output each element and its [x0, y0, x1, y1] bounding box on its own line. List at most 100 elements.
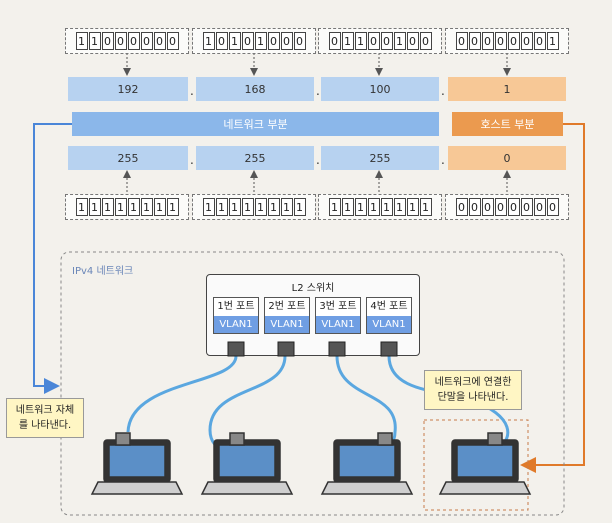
- bit-cell: 1: [228, 198, 241, 216]
- bit-cell: 1: [354, 198, 367, 216]
- bit-cell: 1: [166, 198, 179, 216]
- bit-cell: 1: [140, 198, 153, 216]
- bit-cell: 0: [455, 198, 468, 216]
- bit-cell: 1: [153, 198, 166, 216]
- bit-cell: 0: [507, 32, 520, 50]
- bit-cell: 0: [140, 32, 153, 50]
- bit-cell: 0: [328, 32, 341, 50]
- port-label: 3번 포트: [319, 301, 357, 312]
- port-label: 2번 포트: [268, 301, 306, 312]
- bit-cell: 0: [520, 198, 533, 216]
- bit-cell: 1: [228, 32, 241, 50]
- separator-dot: .: [316, 153, 320, 167]
- bit-cell: 0: [280, 32, 293, 50]
- port-vlan: VLAN1: [214, 316, 258, 333]
- bit-cell: 0: [406, 32, 419, 50]
- switch-port-3: 3번 포트 VLAN1: [315, 297, 361, 334]
- cable-1: [126, 355, 238, 433]
- bit-cell: 1: [88, 32, 101, 50]
- bit-cell: 1: [88, 198, 101, 216]
- bit-cell: 1: [202, 32, 215, 50]
- address-octet-2: 168: [196, 77, 314, 101]
- bit-cell: 0: [546, 198, 559, 216]
- bit-cell: 0: [481, 198, 494, 216]
- port-jack-icon: [380, 341, 398, 357]
- bit-cell: 1: [114, 198, 127, 216]
- bit-cell: 1: [328, 198, 341, 216]
- bit-cell: 0: [215, 32, 228, 50]
- bit-cell: 0: [481, 32, 494, 50]
- bit-cell: 1: [341, 32, 354, 50]
- bit-cell: 0: [494, 32, 507, 50]
- bit-cell: 0: [507, 198, 520, 216]
- bit-cell: 0: [419, 32, 432, 50]
- ipv4-network-area: [60, 251, 565, 516]
- port-jack-icon: [328, 341, 346, 357]
- bit-cell: 0: [367, 32, 380, 50]
- port-vlan: VLAN1: [367, 316, 411, 333]
- bit-cell: 1: [419, 198, 432, 216]
- bit-cell: 1: [393, 198, 406, 216]
- bit-cell: 1: [254, 32, 267, 50]
- separator-dot: .: [441, 84, 445, 98]
- bit-cell: 1: [254, 198, 267, 216]
- bit-cell: 1: [267, 198, 280, 216]
- bit-cell: 1: [393, 32, 406, 50]
- bit-cell: 1: [406, 198, 419, 216]
- laptop-2: [200, 432, 294, 495]
- network-part-bar: 네트워크 부분: [72, 112, 439, 136]
- separator-dot: .: [316, 84, 320, 98]
- switch-port-2: 2번 포트 VLAN1: [264, 297, 310, 334]
- bit-cell: 1: [75, 198, 88, 216]
- bit-cell: 0: [166, 32, 179, 50]
- bit-cell: 1: [380, 198, 393, 216]
- address-octet-3: 100: [321, 77, 439, 101]
- switch-port-1: 1번 포트 VLAN1: [213, 297, 259, 334]
- mask-octet-1: 255: [68, 146, 188, 170]
- bit-cell: 1: [75, 32, 88, 50]
- bit-cell: 0: [241, 32, 254, 50]
- bit-cell: 0: [533, 198, 546, 216]
- host-note: 네트워크에 연결한 단말을 나타낸다.: [424, 370, 522, 410]
- host-arrow: [520, 123, 585, 473]
- laptop-3: [320, 432, 414, 495]
- bit-cell: 0: [380, 32, 393, 50]
- switch-title: L2 스위치: [291, 283, 335, 294]
- host-part-bar: 호스트 부분: [452, 112, 563, 136]
- network-arrow: [33, 123, 72, 394]
- host-area: [423, 419, 529, 511]
- bit-cell: 1: [354, 32, 367, 50]
- bit-cell: 0: [533, 32, 546, 50]
- port-label: 4번 포트: [370, 301, 408, 312]
- bit-cell: 1: [341, 198, 354, 216]
- port-jack-icon: [277, 341, 295, 357]
- bit-cell: 1: [546, 32, 559, 50]
- ipv4-network-label: IPv4 네트워크: [72, 266, 134, 277]
- bit-cell: 1: [101, 198, 114, 216]
- separator-dot: .: [190, 84, 194, 98]
- mask-octet-4: 0: [448, 146, 566, 170]
- bit-cell: 1: [241, 198, 254, 216]
- laptop-1: [90, 432, 184, 495]
- bit-cell: 1: [280, 198, 293, 216]
- bit-cell: 0: [127, 32, 140, 50]
- bit-cell: 0: [468, 32, 481, 50]
- bit-cell: 0: [267, 32, 280, 50]
- address-octet-1: 192: [68, 77, 188, 101]
- port-jack-icon: [227, 341, 245, 357]
- mask-octet-2: 255: [196, 146, 314, 170]
- switch-port-4: 4번 포트 VLAN1: [366, 297, 412, 334]
- bit-cell: 1: [215, 198, 228, 216]
- bit-cell: 1: [367, 198, 380, 216]
- bit-cell: 0: [101, 32, 114, 50]
- laptops: [90, 432, 532, 495]
- bit-cell: 1: [202, 198, 215, 216]
